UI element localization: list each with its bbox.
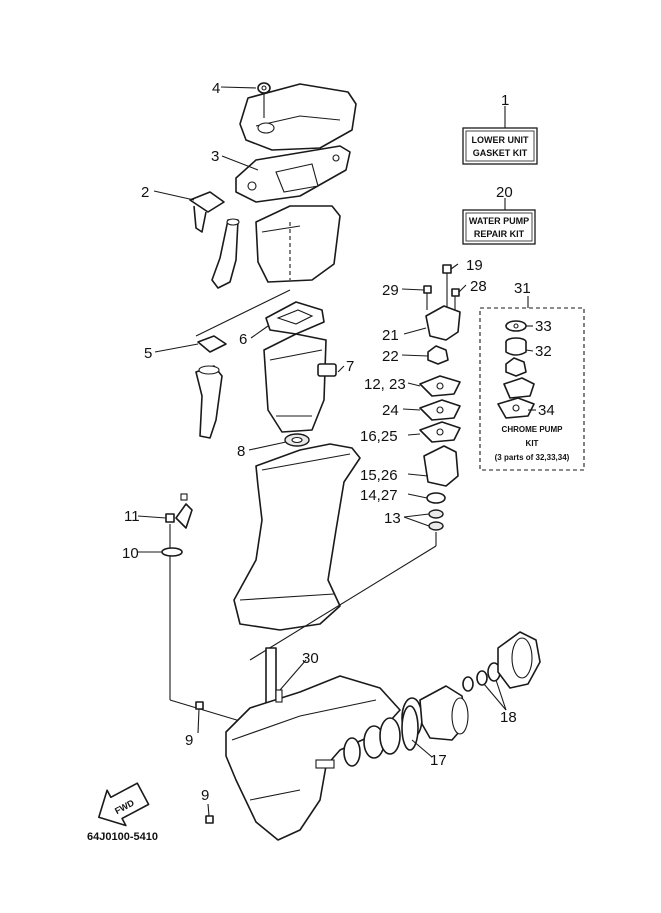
part-19-bolt — [442, 264, 452, 308]
part-9-bolt-lower — [205, 815, 214, 824]
propeller-hub — [497, 631, 541, 689]
part-17-oring — [401, 705, 419, 751]
kit-label-line2: REPAIR KIT — [474, 229, 525, 239]
callout-9-lower: 9 — [201, 787, 209, 804]
part-14-27-oring — [426, 492, 446, 504]
diagram-code: 64J0100-5410 — [87, 831, 158, 843]
callout-14-27: 14,27 — [360, 487, 398, 504]
callout-12-23: 12, 23 — [364, 376, 406, 393]
callout-33: 33 — [535, 318, 552, 335]
chrome-pump-kit-line3: (3 parts of 32,33,34) — [495, 453, 570, 462]
callout-19: 19 — [466, 257, 483, 274]
callout-30: 30 — [302, 650, 319, 667]
callout-7: 7 — [346, 358, 354, 375]
kit-label-line2: GASKET KIT — [473, 148, 528, 158]
extension-casing — [233, 443, 361, 631]
callout-15-26: 15,26 — [360, 467, 398, 484]
part-13-bearing — [428, 509, 444, 531]
chrome-pump-kit-line2: KIT — [526, 439, 539, 448]
impeller-kit — [505, 357, 527, 377]
part-4-grommet — [257, 82, 271, 94]
part-34-plate — [497, 397, 535, 419]
part-10-oring — [161, 547, 183, 557]
guide-line — [195, 289, 291, 337]
callout-29: 29 — [382, 282, 399, 299]
callout-5: 5 — [144, 345, 152, 362]
callout-22: 22 — [382, 348, 399, 365]
kit-label-line1: WATER PUMP — [469, 216, 529, 226]
kit-housing — [503, 377, 535, 399]
part-12-23-plate — [419, 375, 461, 397]
part-8-seal — [284, 433, 310, 447]
callout-10: 10 — [122, 545, 139, 562]
kit-label-line1: LOWER UNIT — [472, 135, 529, 145]
part-2-plate — [189, 191, 225, 233]
callout-34: 34 — [538, 402, 555, 419]
exhaust-tube — [211, 218, 240, 289]
guide-line — [249, 545, 437, 661]
callout-2: 2 — [141, 184, 149, 201]
part-22-impeller — [427, 345, 449, 365]
part-9-bolt-upper — [195, 701, 204, 710]
oil-pan — [263, 333, 327, 433]
chrome-pump-kit-box — [479, 307, 585, 471]
callout-16-25: 16,25 — [360, 428, 398, 445]
part-29-bolt — [423, 285, 432, 310]
part-24-gasket — [419, 399, 461, 421]
part-30-screw — [275, 689, 283, 703]
fwd-arrow: FWD — [98, 782, 150, 827]
callout-17: 17 — [430, 752, 447, 769]
part-3-gasket — [235, 145, 351, 203]
callout-8: 8 — [237, 443, 245, 460]
part-6-gasket — [265, 301, 325, 335]
guide-line — [169, 699, 251, 725]
upper-casing — [255, 205, 341, 283]
callout-3: 3 — [211, 148, 219, 165]
part-15-26-housing — [423, 445, 459, 487]
callout-leaders — [137, 86, 536, 817]
part-7-damper — [317, 363, 337, 377]
part-32-liner — [505, 337, 527, 356]
shift-rod-bracket — [175, 493, 193, 529]
callout-9-upper: 9 — [185, 732, 193, 749]
water-pump-repair-kit-label: WATER PUMP REPAIR KIT — [462, 209, 536, 245]
callout-6: 6 — [239, 331, 247, 348]
callout-21: 21 — [382, 327, 399, 344]
gear-case — [225, 675, 401, 841]
callout-24: 24 — [382, 402, 399, 419]
part-11-bolt — [165, 513, 175, 523]
upper-cover-housing — [239, 83, 357, 151]
lower-unit-gasket-kit-label: LOWER UNIT GASKET KIT — [462, 127, 538, 165]
callout-32: 32 — [535, 343, 552, 360]
callout-20: 20 — [496, 184, 513, 201]
callout-18: 18 — [500, 709, 517, 726]
callout-4: 4 — [212, 80, 220, 97]
part-33-plate — [505, 320, 527, 332]
part-18-washers — [462, 662, 501, 692]
propeller-housing — [419, 685, 469, 741]
callout-28: 28 — [470, 278, 487, 295]
callout-11: 11 — [124, 508, 140, 525]
part-21-pump-housing — [425, 305, 461, 341]
part-16-25-plate — [419, 421, 461, 443]
chrome-pump-kit-line1: CHROME PUMP — [502, 425, 564, 434]
callout-13: 13 — [384, 510, 401, 527]
callout-1: 1 — [501, 92, 509, 109]
part-5-bracket — [195, 335, 227, 439]
callout-31: 31 — [514, 280, 531, 297]
